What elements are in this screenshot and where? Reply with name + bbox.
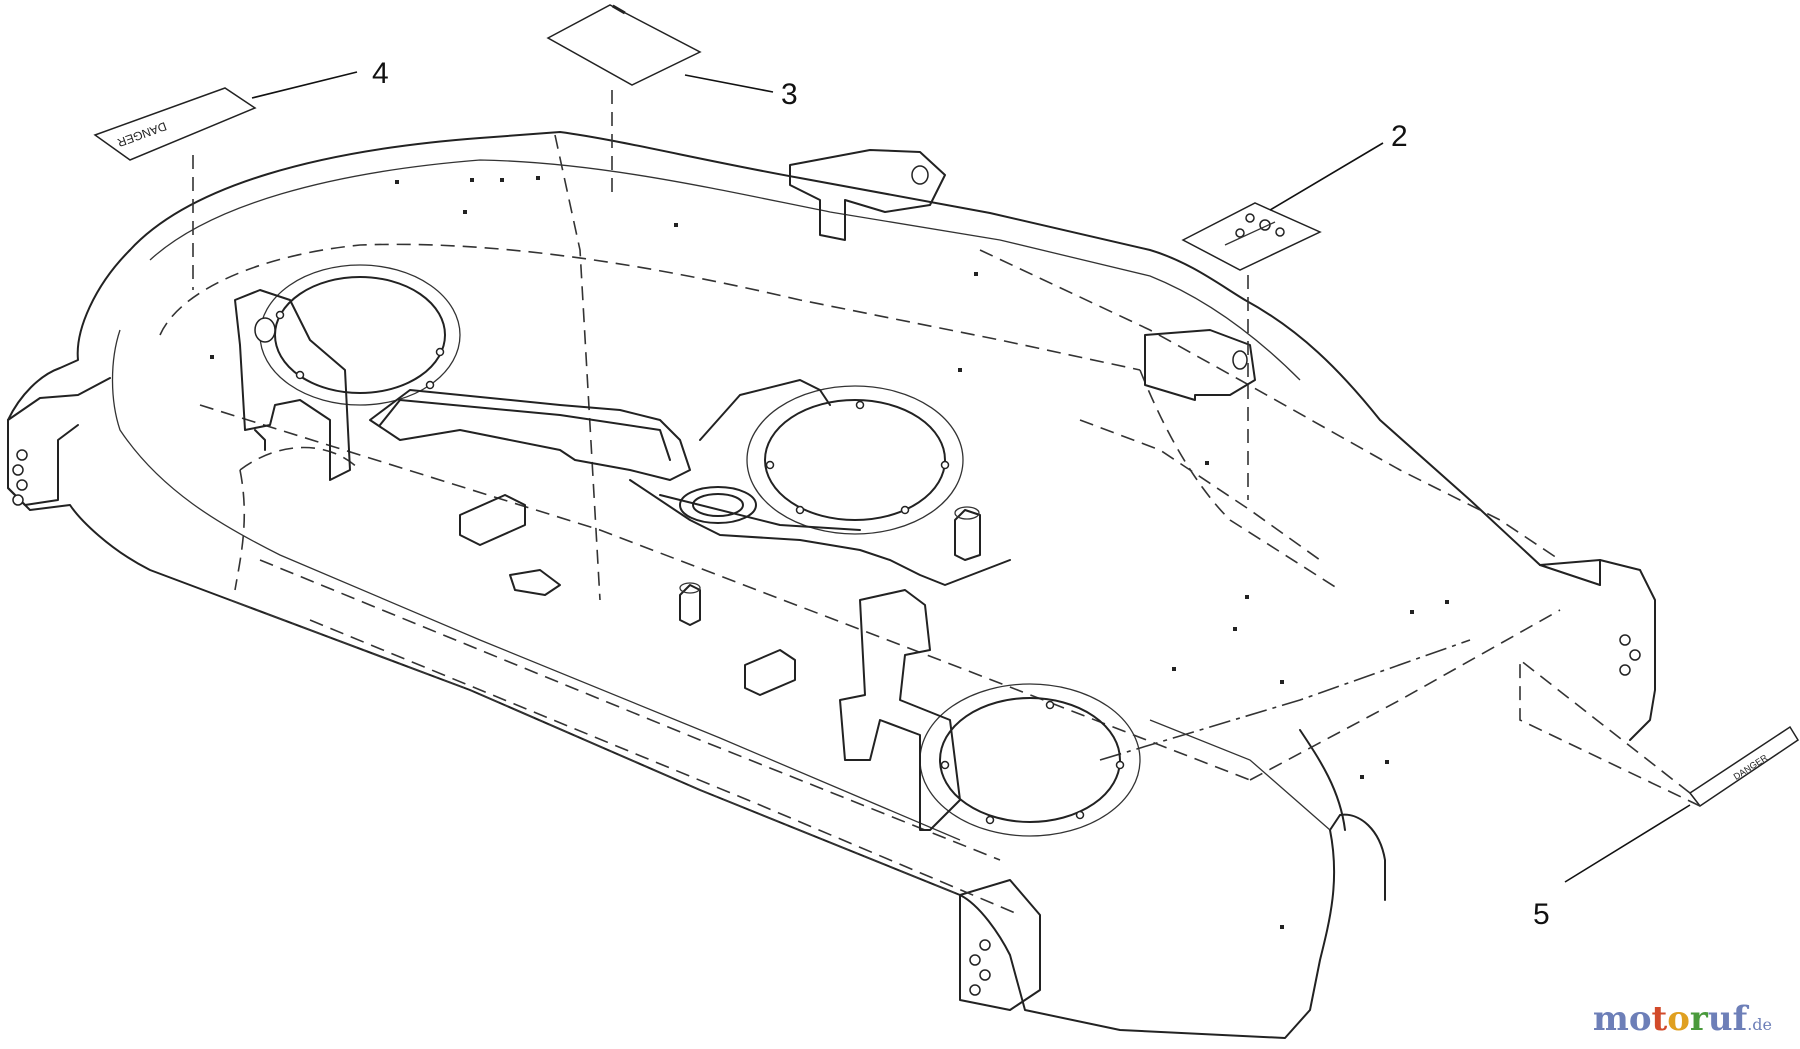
- decal-4: DANGER: [93, 87, 257, 290]
- callout-3: 3: [781, 78, 798, 111]
- callout-5: 5: [1533, 898, 1550, 931]
- watermark-part: r: [1689, 999, 1708, 1039]
- watermark-part: uf: [1707, 999, 1748, 1039]
- callout-4: 4: [372, 57, 389, 90]
- watermark-logo: motoruf.de: [1593, 999, 1772, 1039]
- deck-hidden-lines: [159, 134, 1561, 916]
- watermark-part: o: [1667, 999, 1690, 1039]
- mower-deck-housing: [7, 131, 1656, 1039]
- callout-leaders: [251, 71, 1691, 883]
- watermark-part: mo: [1592, 999, 1652, 1039]
- rivet-slots: [210, 176, 1449, 929]
- spindle-openings: [259, 264, 1141, 837]
- center-baffle: [369, 379, 1011, 586]
- callout-2: 2: [1391, 120, 1408, 153]
- watermark-domain: .de: [1747, 1015, 1772, 1034]
- decal-5: DANGER: [1519, 658, 1800, 808]
- watermark-part: t: [1651, 999, 1668, 1039]
- decal-3: [546, 4, 702, 200]
- idler-brackets: [234, 149, 1256, 831]
- decal-2: [1181, 202, 1322, 500]
